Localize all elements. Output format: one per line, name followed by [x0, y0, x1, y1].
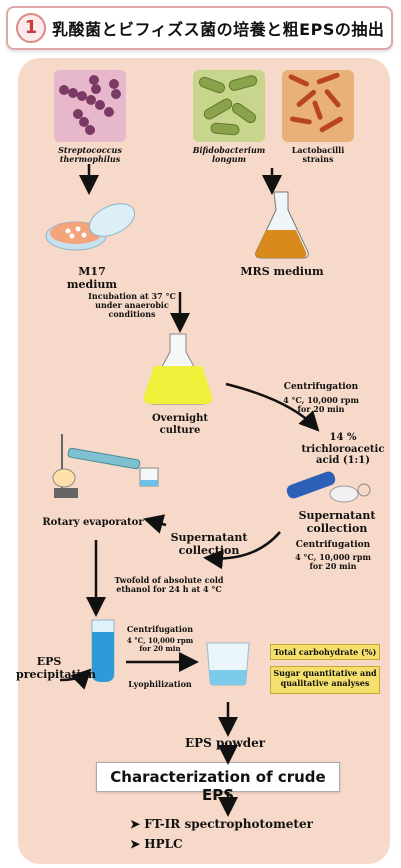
streptococcus-chain-icon: [54, 70, 126, 142]
bifidobacterium-rods-icon: [193, 70, 265, 142]
streptococcus-label: Streptococcus thermophilus: [58, 145, 122, 165]
rotary-evaporator-label: Rotary evaporator: [42, 517, 144, 528]
bifidobacterium-image: [193, 70, 265, 142]
total-carbohydrate-box: Total carbohydrate (%): [270, 644, 380, 660]
centrifugation-2-title: Centrifugation: [295, 540, 371, 550]
beaker-icon: [206, 642, 250, 686]
lactobacilli-image: [282, 70, 354, 142]
tca-label: 14 % trichloroacetic acid (1:1): [301, 432, 385, 466]
step-number-badge: 1: [16, 13, 46, 43]
bullet-arrow-icon: ➤: [130, 817, 145, 831]
mrs-flask-icon: [255, 191, 309, 259]
centrifugation-1-title: Centrifugation: [283, 382, 359, 392]
header-title: 乳酸菌とビフィズス菌の培養と粗EPSの抽出: [52, 20, 385, 39]
arrow-overnight-to-tca: [225, 382, 320, 432]
header-box: 1 乳酸菌とビフィズス菌の培養と粗EPSの抽出: [6, 6, 393, 50]
streptococcus-image: [54, 70, 126, 142]
petri-dish-icon: [45, 203, 136, 251]
bifidobacterium-label: Bifidobacterium longum: [192, 145, 266, 165]
centrifugation-3-title: Centrifugation: [126, 624, 194, 634]
lactobacilli-rods-icon: [282, 70, 354, 142]
arrow-eps-label-to-tube: [59, 668, 92, 690]
lyophilization-label: Lyophilization: [128, 679, 192, 689]
incubation-label: Incubation at 37 °C under anaerobic cond…: [88, 291, 176, 320]
rotary-evaporator-icon: [52, 434, 159, 498]
method-ftir-label: FT-IR spectrophotometer: [144, 817, 313, 831]
centrifugation-2-detail: 4 °C, 10,000 rpm for 20 min: [295, 552, 371, 572]
overnight-flask-icon: [143, 333, 213, 405]
ethanol-label: Twofold of absolute cold ethanol for 24 …: [114, 575, 224, 595]
centrifugation-3-detail: 4 °C, 10,000 rpm for 20 min: [126, 636, 194, 654]
supernatant-right-label: Supernatant collection: [298, 509, 376, 535]
method-hplc: ➤ HPLC: [130, 837, 330, 852]
arrow-to-supernatant-mid: [203, 531, 281, 570]
mrs-medium-label: MRS medium: [240, 265, 324, 278]
arrow-to-rotary: [143, 514, 167, 534]
method-ftir: ➤ FT-IR spectrophotometer: [130, 817, 330, 832]
method-hplc-label: HPLC: [144, 837, 183, 851]
centrifuge-tube-icon: [286, 471, 371, 503]
eps-tube-icon: [91, 619, 115, 682]
overnight-culture-label: Overnight culture: [151, 413, 209, 436]
centrifugation-1-detail: 4 °C, 10,000 rpm for 20 min: [283, 395, 359, 415]
lactobacilli-label: Lactobacilli strains: [291, 145, 345, 165]
bullet-arrow-icon: ➤: [130, 837, 145, 851]
sugar-analyses-box: Sugar quantitative and qualitative analy…: [270, 666, 380, 694]
m17-medium-label: M17 medium: [66, 265, 118, 291]
eps-powder-label: EPS powder: [184, 736, 266, 750]
characterization-box: Characterization of crude EPS: [96, 762, 340, 804]
